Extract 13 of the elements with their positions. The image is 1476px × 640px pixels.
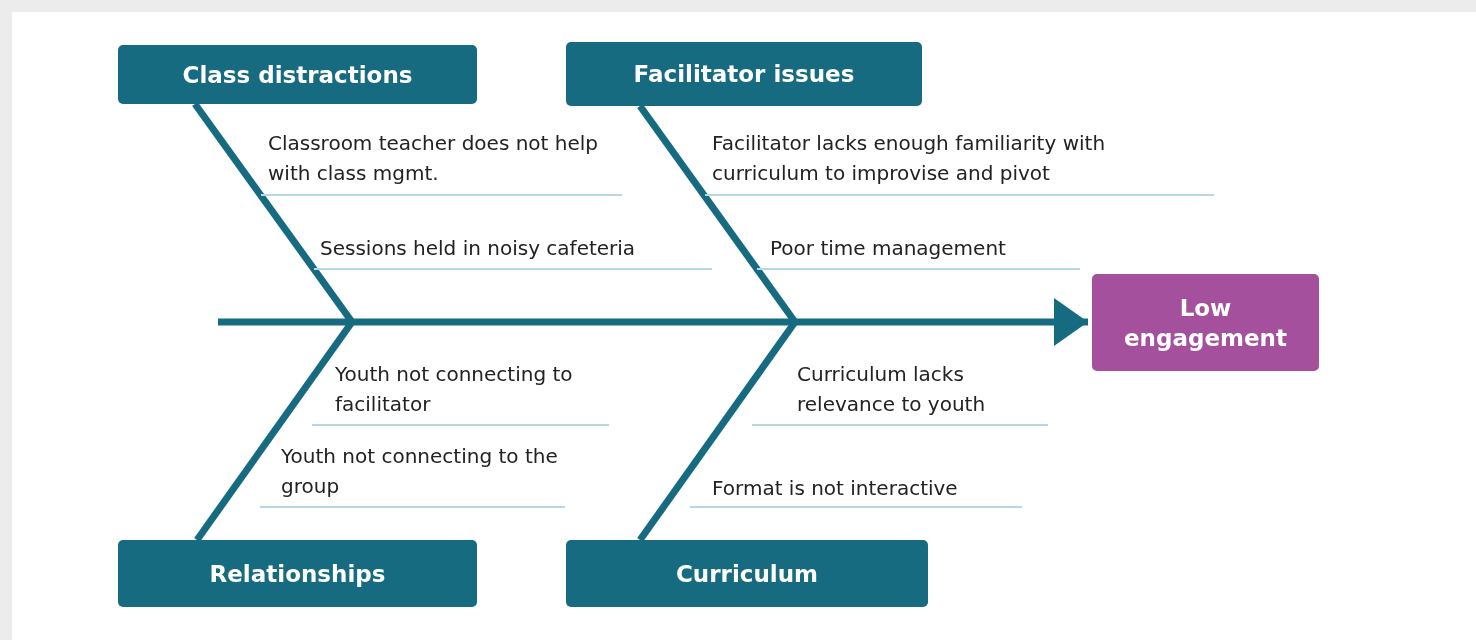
cause-text: Facilitator lacks enough familiarity with curriculum to improvise and pivot — [705, 128, 1214, 196]
cause-text: Youth not connecting to the group — [260, 441, 565, 508]
cause-text: Youth not connecting to facilitator — [312, 359, 609, 426]
category-box: Curriculum — [566, 540, 928, 607]
category-box: Facilitator issues — [566, 42, 922, 106]
category-box: Relationships — [118, 540, 477, 607]
category-box: Class distractions — [118, 45, 477, 104]
cause-text: Curriculum lacks relevance to youth — [752, 359, 1048, 426]
cause-text: Poor time management — [757, 233, 1080, 270]
effect-box: Low engagement — [1092, 274, 1319, 371]
cause-text: Sessions held in noisy cafeteria — [314, 233, 712, 270]
cause-text: Format is not interactive — [690, 473, 1022, 508]
cause-text: Classroom teacher does not help with class mgmt. — [261, 128, 622, 196]
